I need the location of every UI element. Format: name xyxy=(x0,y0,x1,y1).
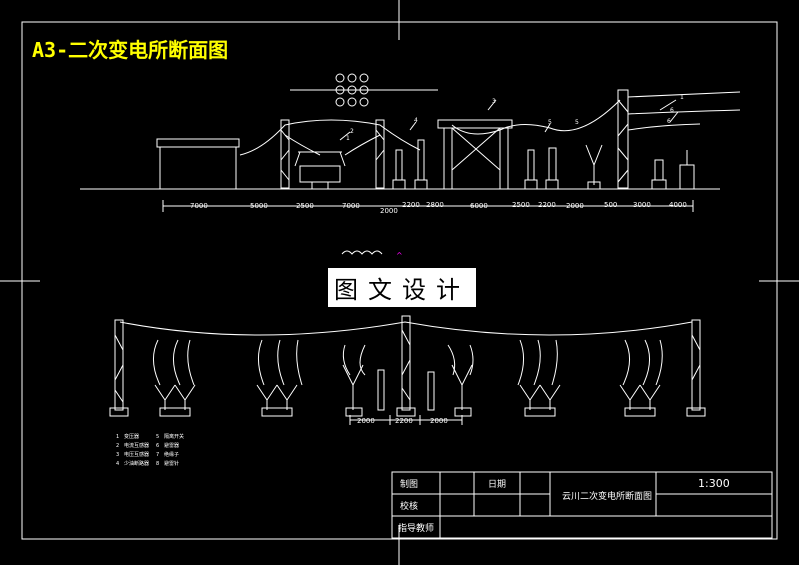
drawing-name: 云川二次变电所断面图 xyxy=(562,492,653,502)
dimension-labels: 7000 5000 2500 7000 2000 2200 2800 6000 2500 2200… xyxy=(190,201,687,215)
legend-text: 少油断路器 xyxy=(124,460,149,467)
plan-dimension-labels: 2000 2200 2000 xyxy=(357,417,448,425)
magenta-marker: ^ xyxy=(396,251,403,260)
dimension-label: 500 xyxy=(604,201,617,209)
legend-number: 3 xyxy=(116,452,119,458)
legend-number: 1 xyxy=(116,434,119,440)
drawing-title: A3-二次变电所断面图 xyxy=(32,38,229,62)
dimension-label: 3000 xyxy=(633,201,651,209)
plan-dimension-label: 2000 xyxy=(430,417,448,425)
dimension-label: 6000 xyxy=(470,202,488,210)
legend-number: 7 xyxy=(156,452,159,458)
scale-label: 1:300 xyxy=(698,477,730,490)
legend-text: 避雷器 xyxy=(164,442,179,449)
dimension-label: 2200 xyxy=(402,201,420,209)
dimension-label: 4000 xyxy=(669,201,687,209)
checked-by-label: 校核 xyxy=(400,502,419,512)
spacer-symbol xyxy=(341,250,383,255)
legend-text: 绝缘子 xyxy=(164,451,179,458)
legend: 1 变压器 5 隔离开关 2 电流互感器 6 避雷器 3 电压互感器 7 绝缘子 4 少油断路器 8 避雷针 xyxy=(116,433,184,467)
legend-text: 避雷针 xyxy=(164,460,179,467)
legend-text: 变压器 xyxy=(124,433,139,440)
dimension-label: 2200 xyxy=(538,201,556,209)
item-number: 1 xyxy=(346,135,350,142)
plan-dimension-label: 2200 xyxy=(395,417,413,425)
item-number: 5 xyxy=(575,119,579,126)
item-number: 6 xyxy=(670,107,674,114)
upper-elevation xyxy=(80,73,741,212)
legend-number: 6 xyxy=(156,443,159,449)
dimension-label: 2800 xyxy=(426,201,444,209)
plan-dimension-label: 2000 xyxy=(357,417,375,425)
dimension-label: 2000 xyxy=(380,207,398,215)
watermark-label: 图文设计 xyxy=(328,268,476,307)
legend-number: 4 xyxy=(116,461,119,467)
legend-number: 2 xyxy=(116,443,119,449)
legend-text: 隔离开关 xyxy=(164,433,184,440)
item-number: 1 xyxy=(680,94,684,101)
item-number: 6 xyxy=(667,118,671,125)
lower-elevation xyxy=(109,315,706,425)
dimension-label: 2500 xyxy=(296,202,314,210)
item-number: 5 xyxy=(548,119,552,126)
date-label: 日期 xyxy=(488,480,507,490)
drawn-by-label: 制图 xyxy=(400,480,419,490)
legend-number: 5 xyxy=(156,434,159,440)
title-block-frame xyxy=(391,471,773,539)
item-number: 4 xyxy=(414,117,418,124)
catenary-wire xyxy=(119,321,693,336)
dimension-label: 7000 xyxy=(342,202,360,210)
dimension-label: 5000 xyxy=(250,202,268,210)
item-number: 3 xyxy=(492,98,496,105)
dimension-label: 7000 xyxy=(190,202,208,210)
advisor-label: 指导教师 xyxy=(398,524,435,534)
dimension-label: 2500 xyxy=(512,201,530,209)
legend-number: 8 xyxy=(156,461,159,467)
legend-text: 电流互感器 xyxy=(124,442,149,449)
legend-text: 电压互感器 xyxy=(124,451,149,458)
item-number: 2 xyxy=(350,128,354,135)
dimension-label: 2000 xyxy=(566,202,584,210)
